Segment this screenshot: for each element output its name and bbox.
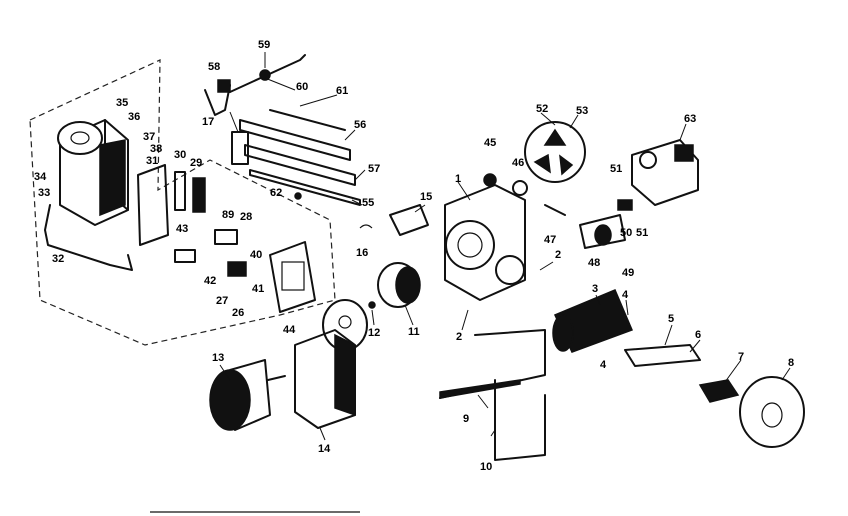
- support-stand: [439, 329, 546, 461]
- callout-53: 53: [576, 105, 588, 117]
- callout-37: 37: [143, 131, 155, 143]
- combustion-tube: [552, 289, 633, 353]
- callout-12: 12: [368, 327, 380, 339]
- gas-valve: [631, 139, 699, 206]
- callout-38: 38: [150, 143, 162, 155]
- callout-8: 8: [788, 357, 794, 369]
- callout-14: 14: [318, 443, 331, 455]
- callout-51-lower: 51: [636, 227, 648, 239]
- callout-2-lower: 2: [456, 331, 462, 343]
- callout-26: 26: [232, 307, 244, 319]
- air-shutter-disc: [524, 121, 586, 183]
- clip-16: [359, 224, 373, 229]
- callout-31: 31: [146, 155, 158, 167]
- igniter-assembly: [204, 54, 306, 116]
- callout-33: 33: [38, 187, 50, 199]
- callout-58: 58: [208, 61, 220, 73]
- callout-57: 57: [368, 163, 380, 175]
- callout-17: 17: [202, 116, 214, 128]
- relay-27: [227, 261, 247, 277]
- control-cabinet: [57, 119, 129, 226]
- callout-63: 63: [684, 113, 696, 125]
- callout-56: 56: [354, 119, 366, 131]
- callout-42: 42: [204, 275, 216, 287]
- fitting-47: [544, 204, 566, 216]
- callout-41: 41: [252, 283, 264, 295]
- switch-43: [174, 249, 196, 263]
- callout-15: 15: [420, 191, 432, 203]
- air-channel: [624, 344, 701, 367]
- callout-46: 46: [512, 157, 524, 169]
- terminal-strip-30: [174, 171, 186, 211]
- callout-16: 16: [356, 247, 368, 259]
- callout-6: 6: [695, 329, 701, 341]
- terminal-block-29: [192, 177, 206, 213]
- callout-10: 10: [480, 461, 492, 473]
- fuel-pump-48: [579, 214, 626, 249]
- callout-52: 52: [536, 103, 548, 115]
- callout-27: 27: [216, 295, 228, 307]
- callout-29: 29: [190, 157, 202, 169]
- nozzle-block: [698, 379, 740, 403]
- screw-62: [294, 192, 302, 200]
- transformer-plate: [269, 241, 316, 313]
- coupling-50: [617, 199, 633, 211]
- callout-40: 40: [250, 249, 262, 261]
- callout-1: 1: [455, 173, 461, 185]
- callout-11: 11: [408, 326, 420, 338]
- end-cap: [739, 376, 805, 448]
- blower-wheel: [377, 262, 421, 308]
- callout-7: 7: [738, 351, 744, 363]
- callout-47: 47: [544, 234, 556, 246]
- callout-28: 28: [240, 211, 252, 223]
- callout-50: 50: [620, 227, 632, 239]
- callout-35: 35: [116, 97, 128, 109]
- pilot-bracket: [389, 204, 429, 236]
- callout-44: 44: [283, 324, 296, 336]
- callout-leaders: [219, 52, 791, 441]
- callout-48: 48: [588, 257, 600, 269]
- callout-43: 43: [176, 223, 188, 235]
- callout-60: 60: [296, 81, 308, 93]
- callout-32: 32: [52, 253, 64, 265]
- callout-3: 3: [592, 283, 598, 295]
- callout-51-upper: 51: [610, 163, 622, 175]
- callout-9: 9: [463, 413, 469, 425]
- callout-45: 45: [484, 137, 496, 149]
- callout-61: 61: [336, 85, 348, 97]
- callout-13: 13: [212, 352, 224, 364]
- callout-5: 5: [668, 313, 674, 325]
- set-screw-12: [368, 301, 376, 309]
- blower-housing: [444, 184, 526, 301]
- callout-36: 36: [128, 111, 140, 123]
- ring-46: [512, 180, 528, 196]
- control-group-boundary: [29, 59, 336, 346]
- motor-box: [294, 329, 356, 429]
- callout-89: 89: [222, 209, 234, 221]
- callout-62: 62: [270, 187, 282, 199]
- callout-49: 49: [622, 267, 634, 279]
- bracket-rails: [231, 109, 361, 206]
- callout-30: 30: [174, 149, 186, 161]
- callout-55: 55: [362, 197, 374, 209]
- cover-plate: [137, 164, 169, 246]
- motor: [209, 359, 286, 431]
- grommet-45: [483, 173, 497, 187]
- callout-2-right: 2: [555, 249, 561, 261]
- switch-28: [214, 229, 238, 245]
- callout-4-top: 4: [622, 289, 629, 301]
- wiring-harness: [44, 204, 133, 271]
- callout-59: 59: [258, 39, 270, 51]
- callout-4-bottom: 4: [600, 359, 607, 371]
- callout-34: 34: [34, 171, 47, 183]
